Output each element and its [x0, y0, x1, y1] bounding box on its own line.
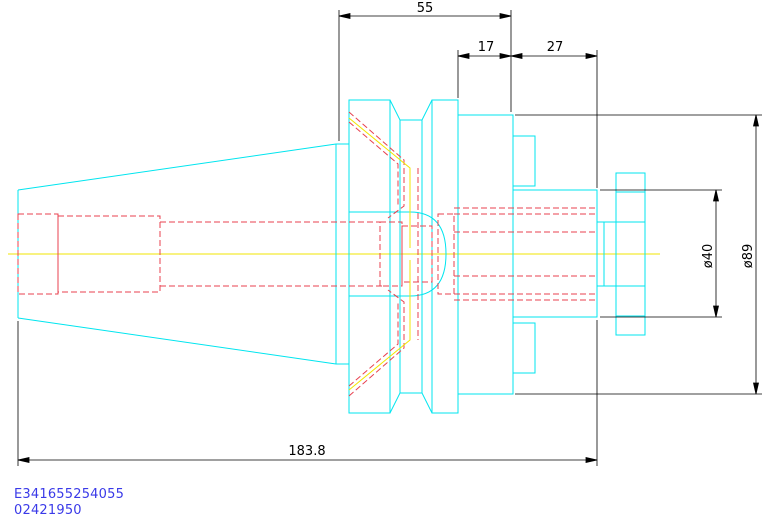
holder-outline [17, 99, 646, 414]
order-number: 02421950 [14, 503, 82, 518]
part-number: E341655254055 [14, 487, 125, 502]
dimension-labels: 55 17 27 ø40 ø89 183.8 [288, 1, 756, 459]
dim-40-label: ø40 [701, 244, 716, 269]
dimension-lines [17, 10, 762, 466]
dim-183-label: 183.8 [288, 444, 325, 459]
hidden-lines [17, 111, 597, 397]
dim-89-label: ø89 [741, 244, 756, 269]
flange-construction [348, 117, 411, 391]
dim-27-label: 27 [547, 40, 564, 55]
dim-55-label: 55 [417, 1, 434, 16]
dim-17-label: 17 [478, 40, 495, 55]
